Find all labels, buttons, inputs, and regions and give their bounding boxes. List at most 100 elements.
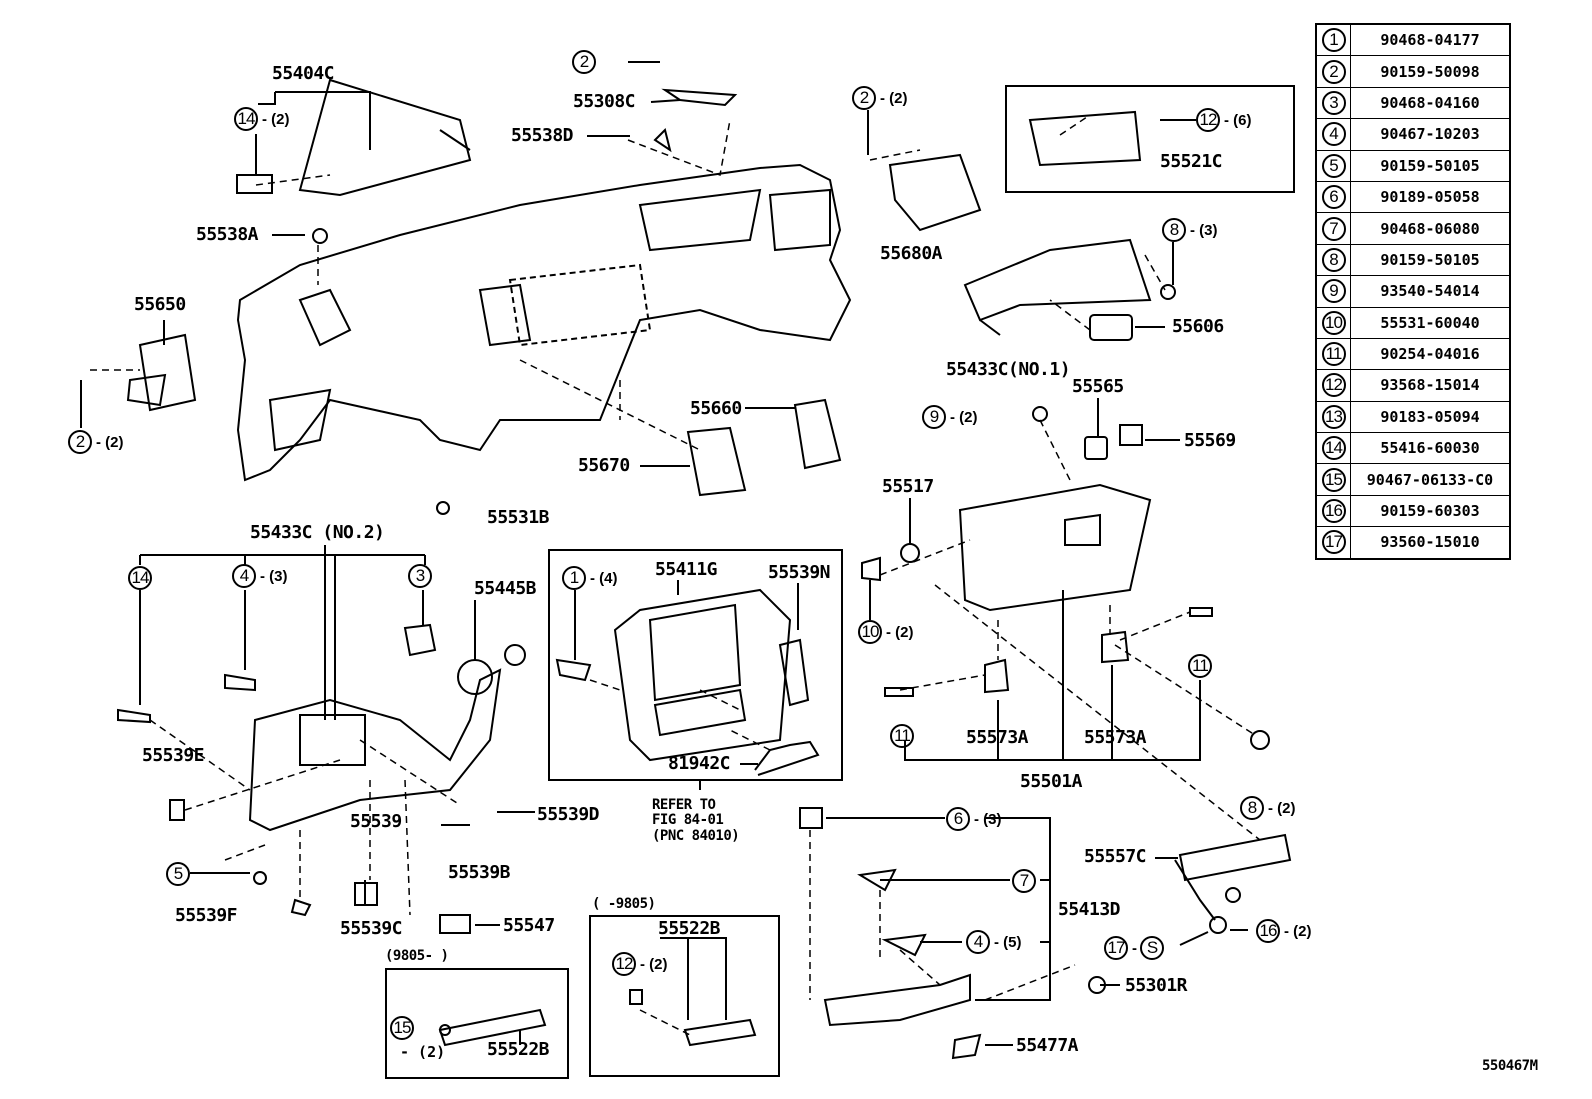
callout-6: 6- (3): [946, 807, 1002, 831]
ref-number: 15: [1321, 467, 1346, 492]
ref-number-cell: 16: [1315, 494, 1351, 528]
part-label: 55680A: [880, 243, 943, 264]
ref-number: 8: [1321, 247, 1346, 272]
callout-8: 8- (2): [1240, 796, 1296, 820]
ref-number: 2: [1321, 59, 1346, 84]
part-label: 81942C: [668, 753, 731, 774]
part-label: 55539B: [448, 862, 511, 883]
ref-number-cell: 14: [1315, 432, 1351, 465]
quantity-label: - (2): [400, 1043, 446, 1061]
callout-12: 12- (2): [612, 952, 668, 976]
callout-2: 2- (2): [852, 86, 908, 110]
callout-14: 14: [128, 566, 156, 590]
callout-15: 15: [390, 1016, 418, 1040]
ref-number-cell: 5: [1315, 149, 1351, 182]
callout-1: 1- (4): [562, 566, 618, 590]
part-number-cell: 90159-50098: [1350, 55, 1511, 88]
ref-number: 7: [1321, 216, 1346, 241]
part-label: 55573A: [966, 727, 1029, 748]
dashed-assembly-lines: [90, 114, 1261, 1036]
ref-number: 1: [1321, 28, 1346, 53]
callout-12: 12- (6): [1196, 108, 1252, 132]
part-label: 55433C (NO.2): [250, 522, 385, 543]
part-number-cell: 93540-54014: [1350, 275, 1511, 308]
callout-17: 17-S: [1104, 936, 1164, 960]
ref-number: 3: [1321, 90, 1346, 115]
part-number-cell: 90183-05094: [1350, 400, 1511, 434]
part-label: 55606: [1172, 316, 1224, 337]
part-number-cell: 90159-50105: [1350, 243, 1511, 277]
part-label: 55539F: [175, 905, 238, 926]
part-number-cell: 90159-50105: [1350, 149, 1511, 182]
callout-2: 2: [572, 50, 600, 74]
glove-box-drawing: [799, 110, 1292, 1060]
part-label: 55433C(NO.1): [946, 359, 1071, 380]
part-label: 55521C: [1160, 151, 1223, 172]
part-label: 55539E: [142, 745, 205, 766]
part-number-cell: 93560-15010: [1350, 526, 1511, 560]
ref-number: 9: [1321, 279, 1346, 304]
ref-number: 5: [1321, 153, 1346, 178]
visor-box-late: [385, 968, 569, 1079]
ref-number: 14: [1321, 436, 1346, 461]
refer-note: REFER TO: [652, 797, 716, 813]
callout-8: 8- (3): [1162, 218, 1218, 242]
part-number-cell: 90254-04016: [1350, 337, 1511, 371]
part-number-cell: 90468-04160: [1350, 86, 1511, 120]
date-range-label: ( -9805): [592, 896, 656, 912]
part-label: 55411G: [655, 559, 718, 580]
callout-4: 4- (3): [232, 564, 288, 588]
ref-number: 10: [1321, 310, 1346, 335]
ref-number: 16: [1321, 499, 1346, 524]
ref-number-cell: 9: [1315, 275, 1351, 308]
part-label: 55538D: [511, 125, 574, 146]
cluster-finish-panel-box: [548, 549, 843, 781]
callout-14: 14- (2): [234, 107, 290, 131]
refer-note: FIG 84-01: [652, 812, 724, 828]
part-number-cell: 55531-60040: [1350, 306, 1511, 339]
ref-number: 12: [1321, 373, 1346, 398]
ref-number-cell: 2: [1315, 55, 1351, 88]
part-label: 55539N: [768, 562, 831, 583]
callout-16: 16- (2): [1256, 919, 1312, 943]
part-label: 55308C: [573, 91, 636, 112]
audio-bracket-box: [1005, 85, 1295, 193]
ref-number-cell: 13: [1315, 400, 1351, 434]
part-label: 55547: [503, 915, 555, 936]
ref-number-cell: 10: [1315, 306, 1351, 339]
part-label: 55413D: [1058, 899, 1121, 920]
ref-number: 11: [1321, 342, 1346, 367]
part-label: 55569: [1184, 430, 1236, 451]
ref-number-cell: 11: [1315, 337, 1351, 371]
ref-number-cell: 17: [1315, 526, 1351, 560]
ref-number: 13: [1321, 404, 1346, 429]
part-number-cell: 90468-04177: [1350, 23, 1511, 57]
visor-drawing: [438, 989, 757, 1047]
part-label: 55531B: [487, 507, 550, 528]
part-label: 55660: [690, 398, 742, 419]
part-label: 55539C: [340, 918, 403, 939]
callout-10: 10- (2): [858, 620, 914, 644]
part-label: 55477A: [1016, 1035, 1079, 1056]
callout-5: 5: [166, 862, 194, 886]
ref-number-cell: 3: [1315, 86, 1351, 120]
part-number-cell: 90468-06080: [1350, 212, 1511, 245]
part-number-cell: 90159-60303: [1350, 494, 1511, 528]
part-number-cell: 93568-15014: [1350, 369, 1511, 402]
ref-number-cell: 15: [1315, 463, 1351, 496]
part-label: 55445B: [474, 578, 537, 599]
